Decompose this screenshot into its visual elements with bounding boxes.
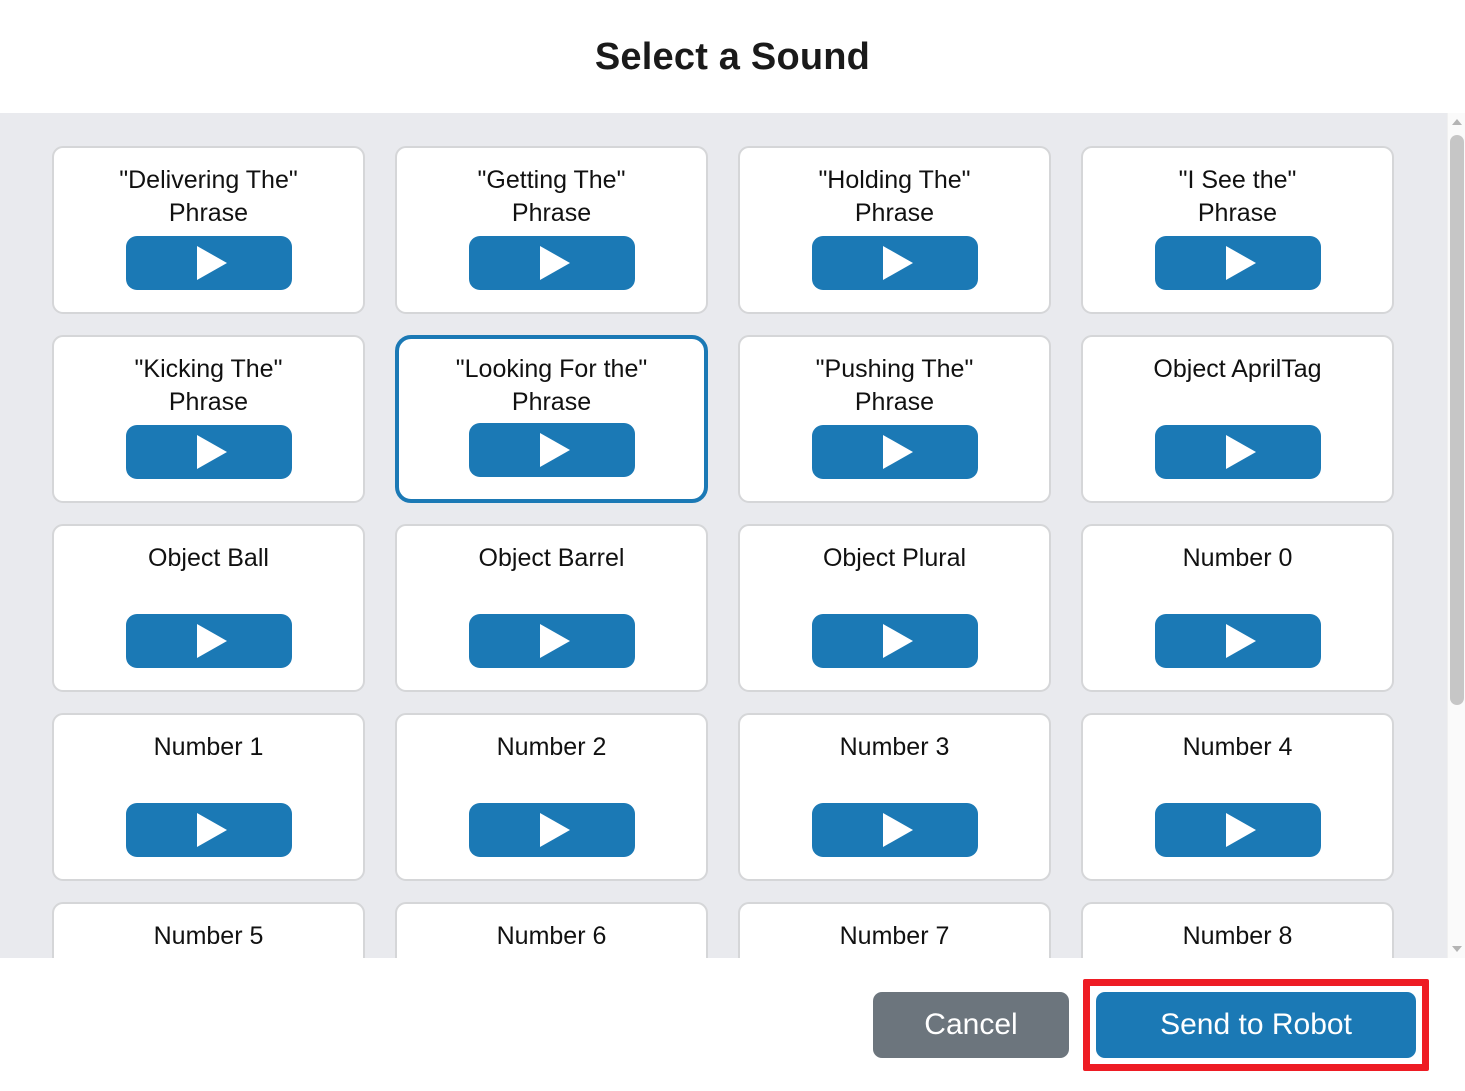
play-button[interactable] [811, 425, 978, 479]
sound-card-label: Object Ball [148, 544, 269, 572]
sound-card[interactable]: Number 6 [395, 902, 708, 958]
sound-card[interactable]: Number 2 [395, 713, 708, 881]
sound-card[interactable]: "Getting The" Phrase [395, 146, 708, 314]
scrollbar-thumb[interactable] [1450, 135, 1464, 705]
scroll-down-button[interactable] [1448, 940, 1465, 958]
play-icon [196, 246, 227, 280]
sound-card-label: Object Barrel [478, 544, 625, 572]
chevron-down-icon [1452, 946, 1462, 952]
play-button[interactable] [1154, 803, 1321, 857]
play-icon [539, 246, 570, 280]
dialog-body: "Delivering The" Phrase "Getting The" Phr… [0, 113, 1465, 958]
sound-grid: "Delivering The" Phrase "Getting The" Phr… [0, 113, 1447, 958]
sound-card[interactable]: Number 4 [1081, 713, 1394, 881]
scroll-up-button[interactable] [1448, 113, 1465, 131]
sound-card[interactable]: "Holding The" Phrase [738, 146, 1051, 314]
sound-list-viewport: "Delivering The" Phrase "Getting The" Phr… [0, 113, 1447, 958]
sound-card[interactable]: Object AprilTag [1081, 335, 1394, 503]
play-button[interactable] [125, 614, 292, 668]
sound-card[interactable]: "Looking For the" Phrase [395, 335, 708, 503]
sound-card-label: "Getting The" Phrase [477, 166, 626, 227]
play-icon [882, 624, 913, 658]
sound-card-label: Object Plural [822, 544, 967, 572]
play-icon [1225, 246, 1256, 280]
sound-card-label: Number 7 [839, 922, 950, 950]
sound-card[interactable]: Object Plural [738, 524, 1051, 692]
sound-card-label: Number 6 [496, 922, 607, 950]
play-icon [1225, 435, 1256, 469]
play-icon [1225, 813, 1256, 847]
play-button[interactable] [468, 803, 635, 857]
play-button[interactable] [468, 423, 635, 477]
play-icon [1225, 624, 1256, 658]
play-icon [539, 813, 570, 847]
play-button[interactable] [468, 236, 635, 290]
sound-card-label: Number 2 [496, 733, 607, 761]
play-icon [196, 813, 227, 847]
cancel-button[interactable]: Cancel [873, 991, 1069, 1058]
sound-card[interactable]: Number 1 [52, 713, 365, 881]
play-button[interactable] [811, 614, 978, 668]
play-button[interactable] [125, 236, 292, 290]
sound-card-label: Number 4 [1182, 733, 1293, 761]
sound-card[interactable]: Number 5 [52, 902, 365, 958]
sound-card-label: Number 5 [153, 922, 264, 950]
play-button[interactable] [1154, 236, 1321, 290]
sound-card-label: "Kicking The" Phrase [134, 355, 283, 416]
sound-card-label: "Holding The" Phrase [818, 166, 971, 227]
sound-card-label: "Pushing The" Phrase [815, 355, 974, 416]
play-icon [539, 433, 570, 467]
sound-card-label: "I See the" Phrase [1178, 166, 1297, 227]
sound-card[interactable]: "Kicking The" Phrase [52, 335, 365, 503]
sound-card-label: Object AprilTag [1153, 355, 1322, 383]
sound-card-label: "Looking For the" Phrase [455, 355, 648, 416]
play-button[interactable] [125, 803, 292, 857]
send-to-robot-button[interactable]: Send to Robot [1096, 991, 1416, 1058]
play-icon [882, 813, 913, 847]
play-button[interactable] [811, 236, 978, 290]
sound-card[interactable]: Object Barrel [395, 524, 708, 692]
page-title: Select a Sound [594, 35, 871, 78]
play-button[interactable] [125, 425, 292, 479]
sound-card-label: Number 8 [1182, 922, 1293, 950]
play-button[interactable] [468, 614, 635, 668]
sound-card-label: Number 1 [153, 733, 264, 761]
sound-card[interactable]: Number 8 [1081, 902, 1394, 958]
dialog-footer: Cancel Send to Robot [0, 958, 1465, 1091]
play-icon [882, 435, 913, 469]
play-button[interactable] [1154, 425, 1321, 479]
dialog-header: Select a Sound [0, 0, 1465, 113]
vertical-scrollbar[interactable] [1447, 113, 1465, 958]
sound-card[interactable]: Number 3 [738, 713, 1051, 881]
sound-card-label: "Delivering The" Phrase [119, 166, 298, 227]
sound-card[interactable]: Number 0 [1081, 524, 1394, 692]
sound-card-label: Number 3 [839, 733, 950, 761]
sound-card[interactable]: "Delivering The" Phrase [52, 146, 365, 314]
play-icon [882, 246, 913, 280]
chevron-up-icon [1452, 119, 1462, 125]
sound-card[interactable]: Number 7 [738, 902, 1051, 958]
sound-card[interactable]: "Pushing The" Phrase [738, 335, 1051, 503]
play-button[interactable] [1154, 614, 1321, 668]
play-icon [196, 435, 227, 469]
play-icon [539, 624, 570, 658]
sound-card[interactable]: Object Ball [52, 524, 365, 692]
play-icon [196, 624, 227, 658]
sound-card[interactable]: "I See the" Phrase [1081, 146, 1394, 314]
send-to-robot-highlight: Send to Robot [1083, 978, 1429, 1071]
sound-card-label: Number 0 [1182, 544, 1293, 572]
play-button[interactable] [811, 803, 978, 857]
